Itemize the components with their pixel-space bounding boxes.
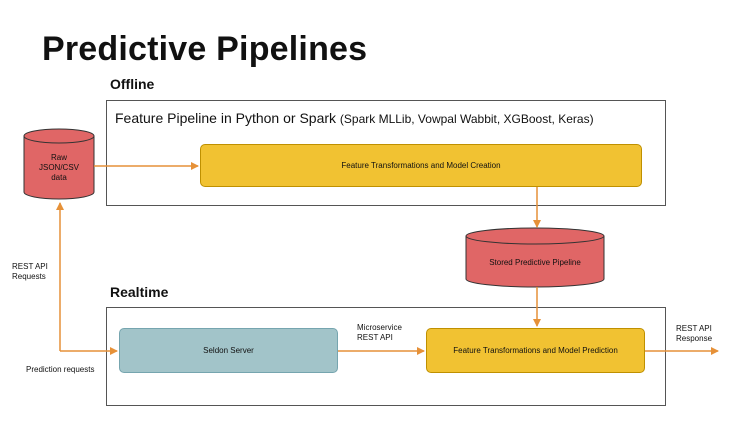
offline-label: Offline: [110, 76, 155, 92]
microservice-line-2: REST API: [357, 333, 393, 342]
stored-pipeline-cylinder: [465, 227, 605, 288]
stored-pipeline-label: Stored Predictive Pipeline: [489, 258, 581, 267]
rest-api-response-label: REST API Response: [676, 324, 712, 344]
rest-api-response-line-2: Response: [676, 334, 713, 343]
realtime-label: Realtime: [110, 284, 169, 300]
rest-api-requests-label: REST API Requests: [12, 262, 48, 282]
raw-data-line-1: Raw: [50, 153, 67, 162]
microservice-rest-api-label: Microservice REST API: [357, 323, 402, 343]
raw-data-label: Raw JSON/CSV data: [24, 144, 94, 192]
raw-data-line-2: JSON/CSV: [38, 163, 79, 172]
offline-frame-subtitle: (Spark MLLib, Vowpal Wabbit, XGBoost, Ke…: [339, 112, 594, 126]
feature-transformations-model-prediction-box: Feature Transformations and Model Predic…: [426, 328, 645, 373]
rest-api-requests-line-2: Requests: [12, 272, 46, 281]
offline-frame-title-main: Feature Pipeline in Python or Spark: [115, 110, 337, 126]
page-title: Predictive Pipelines: [42, 30, 368, 68]
seldon-server-box: Seldon Server: [119, 328, 338, 373]
prediction-requests-label: Prediction requests: [26, 365, 95, 374]
rest-api-response-line-1: REST API: [676, 324, 712, 333]
offline-frame: [106, 100, 666, 206]
feature-transformations-model-creation-box: Feature Transformations and Model Creati…: [200, 144, 642, 187]
rest-api-requests-line-1: REST API: [12, 262, 48, 271]
raw-data-cylinder: [23, 128, 95, 200]
microservice-line-1: Microservice: [357, 323, 402, 332]
offline-frame-title: Feature Pipeline in Python or Spark (Spa…: [115, 110, 594, 126]
raw-data-line-3: data: [51, 173, 67, 182]
realtime-frame: [106, 307, 666, 406]
